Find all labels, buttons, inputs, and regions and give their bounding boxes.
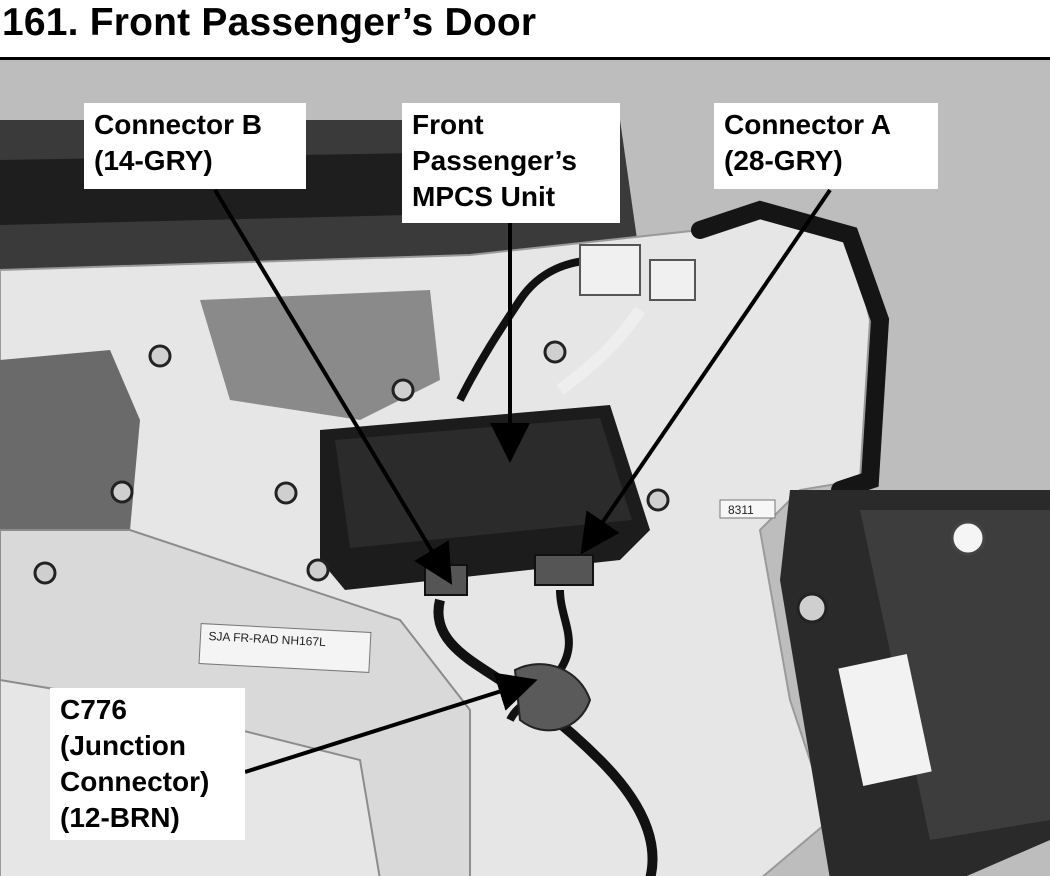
screw-7	[33, 561, 57, 585]
white-connector-1	[579, 244, 641, 296]
callout-connector-b-line-1: Connector B	[94, 109, 262, 140]
white-connector-2	[649, 259, 696, 301]
screw-2	[110, 480, 134, 504]
screw-right	[796, 592, 828, 624]
tape-patch	[838, 654, 932, 786]
callout-connector-b: Connector B (14-GRY)	[84, 103, 306, 189]
small-tag	[719, 499, 776, 519]
screw-6	[646, 488, 670, 512]
screw-5	[543, 340, 567, 364]
door-photo: SJA FR-RAD NH167L 8311	[0, 57, 1050, 876]
screw-3	[274, 481, 298, 505]
arrow-connector-a	[580, 188, 832, 555]
callout-mpcs-unit: Front Passenger’s MPCS Unit	[402, 103, 620, 223]
part-sticker	[198, 623, 372, 673]
part-sticker-text: SJA FR-RAD NH167L	[208, 629, 326, 649]
connector-a-housing	[534, 554, 594, 586]
mounting-clip	[950, 520, 986, 556]
callout-connector-a: Connector A (28-GRY)	[714, 103, 938, 189]
armrest-inset	[860, 510, 1050, 840]
small-tag-text: 8311	[728, 503, 754, 517]
arrow-connector-b	[213, 188, 453, 585]
screw-8	[391, 378, 415, 402]
page-title: 161. Front Passenger’s Door	[2, 1, 537, 44]
callout-c776-line-2: (Junction	[60, 730, 186, 761]
callout-c776-line-1: C776	[60, 694, 127, 725]
callout-connector-a-line-2: (28-GRY)	[724, 145, 843, 176]
callout-c776-line-4: (12-BRN)	[60, 802, 180, 833]
harness-upper	[456, 256, 601, 402]
callout-mpcs-unit-line-2: Passenger’s	[412, 145, 577, 176]
callout-connector-b-line-2: (14-GRY)	[94, 145, 213, 176]
upper-recess	[200, 290, 440, 420]
speaker-recess	[0, 350, 140, 530]
screw-4	[306, 558, 330, 582]
connector-b-housing	[424, 564, 468, 596]
screw-1	[148, 344, 172, 368]
callout-connector-a-line-1: Connector A	[724, 109, 891, 140]
callout-c776: C776 (Junction Connector) (12-BRN)	[50, 688, 245, 840]
callout-c776-line-3: Connector)	[60, 766, 210, 797]
arrow-c776	[244, 672, 538, 774]
callout-mpcs-unit-line-1: Front	[412, 109, 484, 140]
door-seal	[691, 200, 890, 499]
callout-mpcs-unit-line-3: MPCS Unit	[412, 181, 556, 212]
taped-wire	[556, 306, 645, 395]
